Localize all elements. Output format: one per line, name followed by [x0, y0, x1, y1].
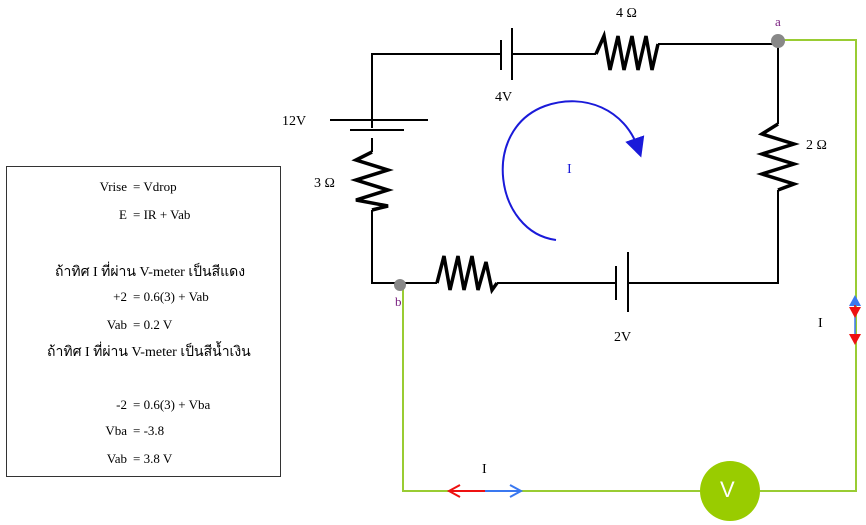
case1-eq1-left: +2: [113, 289, 127, 304]
bottom-current-arrows: [446, 484, 524, 498]
eq1-left: Vrise: [99, 179, 127, 194]
loop-current-arrow: [501, 100, 645, 241]
resistor-4ohm: [594, 30, 660, 71]
case1-eq2-right: = 0.2 V: [133, 317, 173, 332]
case1-eq2-left: Vab: [106, 317, 127, 332]
battery-4v-label: 4V: [495, 90, 513, 105]
case2-eq2-right: = -3.8: [133, 423, 165, 438]
battery-4v: [500, 28, 513, 80]
battery-12v-label: 12V: [282, 114, 307, 129]
loop-current-label: I: [567, 162, 572, 177]
battery-12v: [330, 119, 428, 131]
node-b-label: b: [395, 294, 402, 309]
resistor-4ohm-label: 4 Ω: [616, 6, 637, 21]
resistor-2ohm: [756, 122, 800, 192]
voltmeter: [700, 461, 760, 521]
case2-eq3-left: Vab: [106, 451, 127, 466]
case2-eq2-left: Vba: [105, 423, 127, 438]
eq2-left: E: [119, 207, 127, 222]
voltmeter-label: V: [720, 477, 735, 502]
case1-eq1-right: = 0.6(3) + Vab: [133, 289, 209, 304]
battery-2v-label: 2V: [614, 330, 632, 345]
battery-2v: [615, 252, 629, 312]
resistor-bottom: [435, 255, 499, 295]
case2-heading: ถ้าทิศ I ที่ผ่าน V-meter เป็นสีน้ำเงิน: [47, 345, 251, 360]
resistor-3ohm-label: 3 Ω: [314, 176, 335, 191]
right-current-label: I: [818, 316, 823, 331]
circuit-wires: [371, 43, 779, 284]
case2-eq1-right: = 0.6(3) + Vba: [133, 397, 211, 412]
node-a: [771, 34, 785, 48]
case2-eq1-left: -2: [116, 397, 127, 412]
eq1-right: = Vdrop: [133, 179, 177, 194]
node-b: [394, 279, 406, 291]
voltmeter-wire: [402, 39, 857, 492]
resistor-3ohm: [350, 150, 394, 212]
eq2-right: = IR + Vab: [133, 207, 191, 222]
right-current-arrows: [849, 295, 861, 345]
bottom-current-label: I: [482, 462, 487, 477]
case1-heading: ถ้าทิศ I ที่ผ่าน V-meter เป็นสีแดง: [55, 265, 246, 280]
case2-eq3-right: = 3.8 V: [133, 451, 173, 466]
explanation-panel: Vrise = Vdrop E = IR + Vab ถ้าทิศ I ที่ผ…: [6, 166, 281, 477]
resistor-2ohm-label: 2 Ω: [806, 138, 827, 153]
node-a-label: a: [775, 14, 781, 29]
